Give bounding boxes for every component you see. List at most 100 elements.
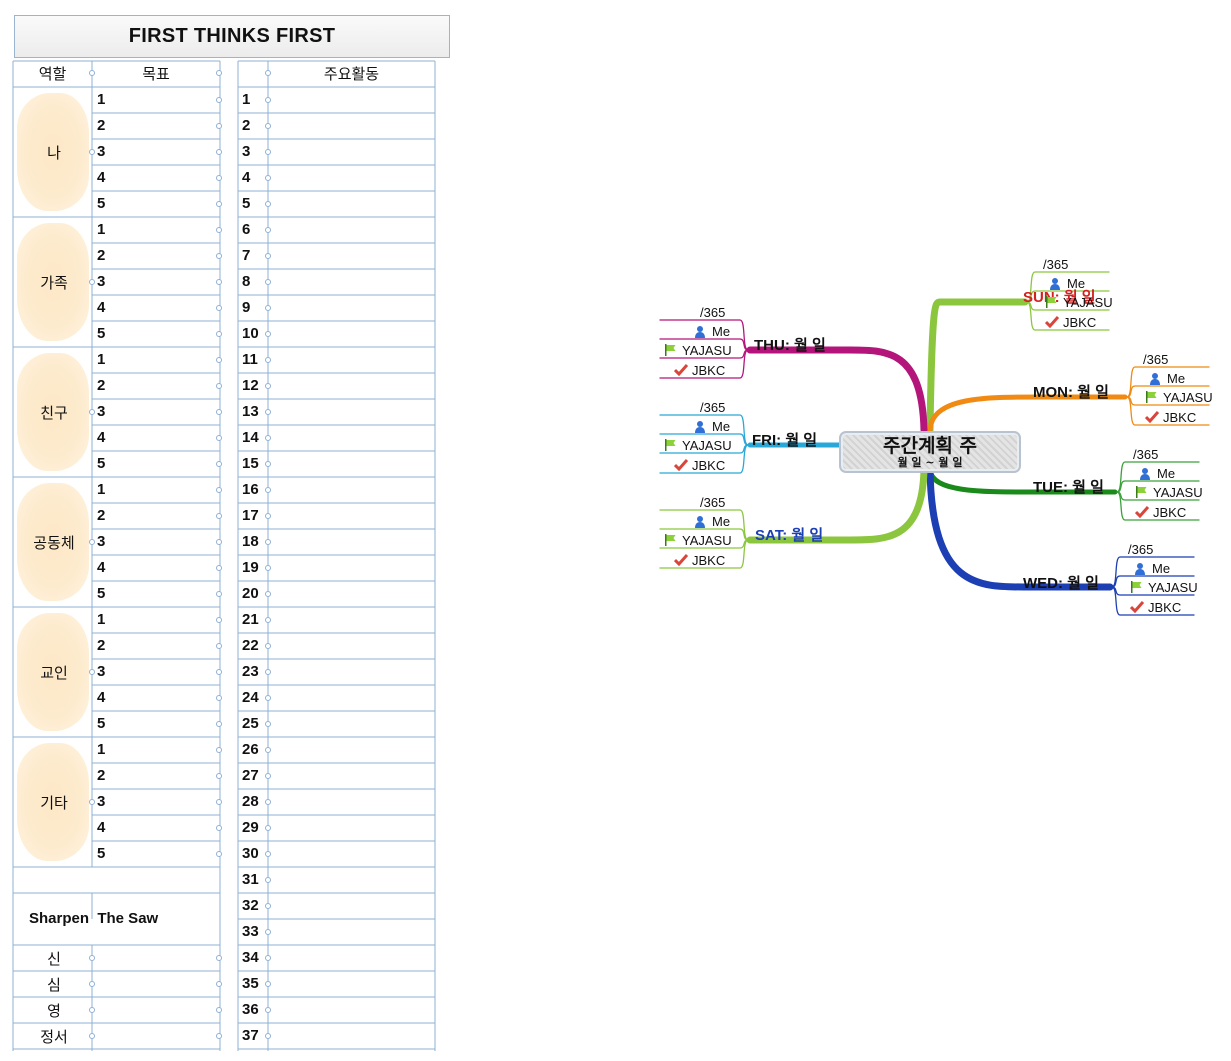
activity-number: 22 [242,637,259,654]
leaf-person-label: Me [712,514,731,529]
leaf-line [659,349,749,379]
goal-number: 5 [97,455,106,472]
person-icon [694,420,706,436]
checkmark-icon [1044,316,1060,331]
goal-number: 5 [97,195,106,212]
leaf-line [659,539,749,569]
goal-number: 2 [97,767,106,784]
flag-icon [1145,391,1158,406]
activity-number: 14 [242,429,259,446]
activity-number: 17 [242,507,259,524]
person-icon [1139,467,1151,483]
day-label-mon: MON: 월 일 [1033,384,1109,401]
leaf-check-label: JBKC [692,553,726,568]
activity-number: 31 [242,871,259,888]
leaf-count: /365 [1133,447,1159,462]
leaf-count: /365 [700,400,726,415]
day-label-thu: THU: 월 일 [754,337,826,354]
goal-number: 3 [97,663,106,680]
day-label-wed: WED: 월 일 [1023,575,1099,592]
leaf-line [1126,396,1210,426]
day-label-fri: FRI: 월 일 [752,432,818,449]
activity-number: 24 [242,689,259,706]
goal-number: 1 [97,481,106,498]
goal-number: 4 [97,169,106,186]
activity-number: 7 [242,247,251,264]
activity-number: 34 [242,949,259,966]
leaf-count: /365 [700,305,726,320]
goal-number: 5 [97,325,106,342]
sharpen-item: 정서 [40,1028,68,1046]
role-label: 교인 [40,664,68,682]
activity-number: 23 [242,663,259,680]
flag-icon [1045,296,1058,311]
central-title: 주간계획 주 [882,435,977,457]
activity-number: 30 [242,845,259,862]
role-highlight [17,743,89,861]
role-label: 나 [47,144,61,162]
activity-number: 19 [242,559,259,576]
goal-number: 2 [97,377,106,394]
goal-number: 1 [97,611,106,628]
leaf-person-label: Me [1067,276,1086,291]
goal-number: 1 [97,221,106,238]
activity-number: 6 [242,221,251,238]
branch-sat [746,466,928,544]
branch-wed [926,466,1114,591]
activity-number: 20 [242,585,259,602]
header-role: 역할 [38,65,67,83]
activity-number: 2 [242,117,251,134]
goal-number: 3 [97,533,106,550]
activity-number: 10 [242,325,259,342]
goal-number: 2 [97,117,106,134]
goal-number: 1 [97,741,106,758]
leaf-person-label: Me [712,324,731,339]
person-icon [1049,277,1061,293]
person-icon [694,515,706,531]
flag-icon [1130,581,1143,596]
activity-number: 4 [242,169,251,186]
leaf-check-label: JBKC [1063,315,1097,330]
planner-title-text: FIRST THINKS FIRST [128,25,336,47]
goal-number: 3 [97,793,106,810]
activity-number: 12 [242,377,259,394]
activity-number: 28 [242,793,259,810]
leaf-line [1111,586,1195,616]
checkmark-icon [673,459,689,474]
leaf-line [659,444,749,474]
leaf-person-label: Me [1157,466,1176,481]
goal-number: 4 [97,559,106,576]
leaf-flag-label: YAJASU [1063,295,1113,310]
activity-number: 29 [242,819,259,836]
checkmark-icon [673,364,689,379]
goal-number: 4 [97,819,106,836]
goal-number: 2 [97,247,106,264]
leaf-check-label: JBKC [1148,600,1182,615]
role-label: 공동체 [33,534,75,552]
goal-number: 3 [97,403,106,420]
sharpen-item: 영 [47,1002,61,1020]
activity-number: 33 [242,923,259,940]
checkmark-icon [1134,506,1150,521]
role-label: 기타 [40,794,68,812]
activity-number: 8 [242,273,251,290]
leaf-person-label: Me [1167,371,1186,386]
planner-title: FIRST THINKS FIRST [14,15,450,58]
role-highlight [17,613,89,731]
header-activity: 주요활동 [323,65,380,83]
branch-thu [746,346,928,434]
activity-number: 9 [242,299,251,316]
flag-icon [664,534,677,549]
leaf-count: /365 [1143,352,1169,367]
leaf-check-label: JBKC [1163,410,1197,425]
sharpen-item: 심 [47,976,61,994]
activity-number: 25 [242,715,259,732]
flag-icon [664,344,677,359]
leaf-flag-label: YAJASU [682,438,732,453]
leaf-check-label: JBKC [692,458,726,473]
activity-number: 16 [242,481,259,498]
goal-number: 1 [97,351,106,368]
checkmark-icon [673,554,689,569]
